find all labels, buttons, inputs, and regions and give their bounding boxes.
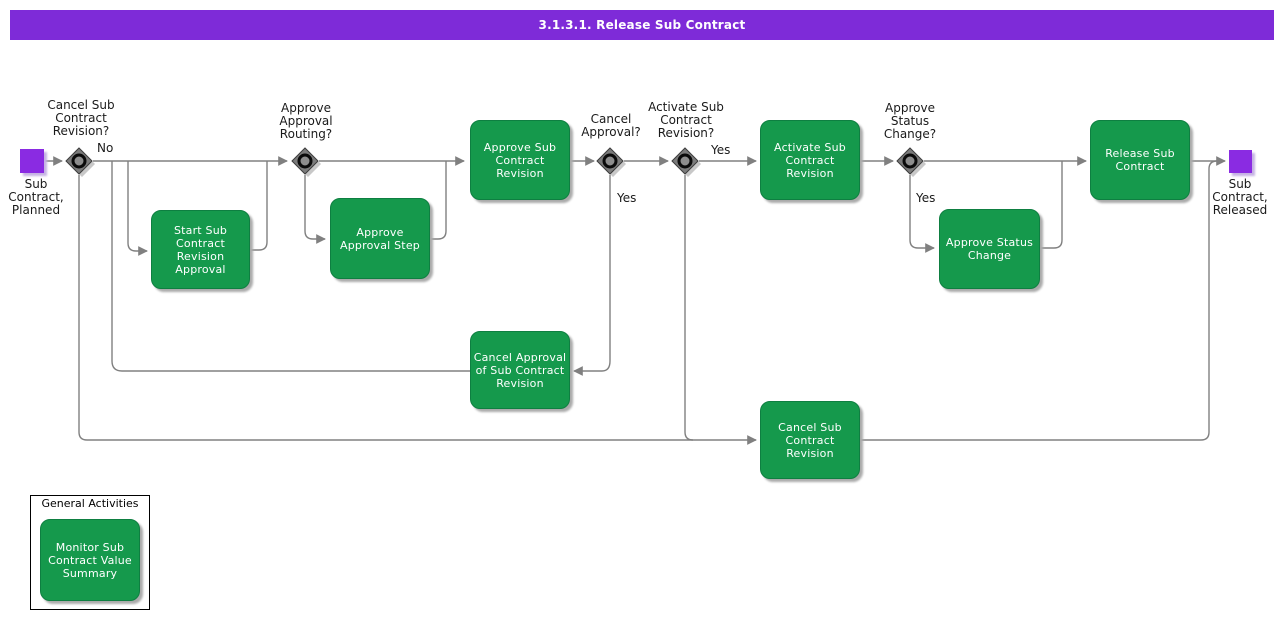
decision-label-cancel-approval: Cancel Approval? xyxy=(581,112,641,139)
start-event-label: Sub Contract, Planned xyxy=(8,177,64,217)
edge-routing-decision-to-approval-step xyxy=(304,175,326,244)
edge-start-approval-out xyxy=(250,161,268,251)
edge-yes-to-cancel-approval-activity xyxy=(573,175,611,376)
diagram-title: 3.1.3.1. Release Sub Contract xyxy=(538,18,746,32)
decision-cancel-sub-contract-revision xyxy=(65,147,95,177)
decision-activate-sub-contract-revision xyxy=(671,147,701,177)
diagram-title-bar: 3.1.3.1. Release Sub Contract xyxy=(10,10,1274,40)
start-event-square xyxy=(20,149,44,173)
decision-approve-status-change xyxy=(896,147,926,177)
branch-label-yes-cancel-approval: Yes xyxy=(617,191,637,205)
edge-cancel-approval-return-loop xyxy=(111,161,470,372)
end-event-square xyxy=(1229,150,1252,173)
edge-activate-decision-down xyxy=(684,175,694,441)
edge-cancel-revision-bottom-path xyxy=(78,175,757,445)
activity-cancel-sub-contract-revision[interactable]: Cancel Sub Contract Revision xyxy=(760,401,860,479)
activity-release-sub-contract[interactable]: Release Sub Contract xyxy=(1090,120,1190,200)
end-event-label: Sub Contract, Released xyxy=(1212,177,1268,217)
branch-label-no: No xyxy=(97,141,114,155)
decision-approve-approval-routing xyxy=(291,147,321,177)
edge-cancel-revision-to-end xyxy=(860,160,1218,441)
activity-approve-status-change[interactable]: Approve Status Change xyxy=(939,209,1040,289)
decision-label-approve-status-change: Approve Status Change? xyxy=(883,101,937,141)
decision-label-cancel-sub-contract-revision: Cancel Sub Contract Revision? xyxy=(47,98,115,138)
decision-label-approve-approval-routing: Approve Approval Routing? xyxy=(279,101,333,141)
activity-approve-sub-contract-revision[interactable]: Approve Sub Contract Revision xyxy=(470,120,570,200)
activity-activate-sub-contract-revision[interactable]: Activate Sub Contract Revision xyxy=(760,120,860,200)
activity-monitor-sub-contract-value-summary[interactable]: Monitor Sub Contract Value Summary xyxy=(40,519,140,601)
decision-cancel-approval xyxy=(596,147,626,177)
general-activities-title: General Activities xyxy=(41,497,139,510)
activity-start-sub-contract-revision-approval[interactable]: Start Sub Contract Revision Approval xyxy=(151,210,250,289)
edge-approval-step-out xyxy=(430,161,447,240)
edge-branch-to-start-approval xyxy=(127,161,148,256)
decision-label-activate-sub-contract-revision: Activate Sub Contract Revision? xyxy=(648,100,724,140)
branch-label-yes-activate: Yes xyxy=(711,143,731,157)
edge-approve-status-change-out xyxy=(1040,161,1063,249)
edge-yes-to-approve-status-change xyxy=(909,175,935,253)
branch-label-yes-status-change: Yes xyxy=(916,191,936,205)
activity-cancel-approval-of-sub-contract-revision[interactable]: Cancel Approval of Sub Contract Revision xyxy=(470,331,570,409)
activity-approve-approval-step[interactable]: Approve Approval Step xyxy=(330,198,430,279)
